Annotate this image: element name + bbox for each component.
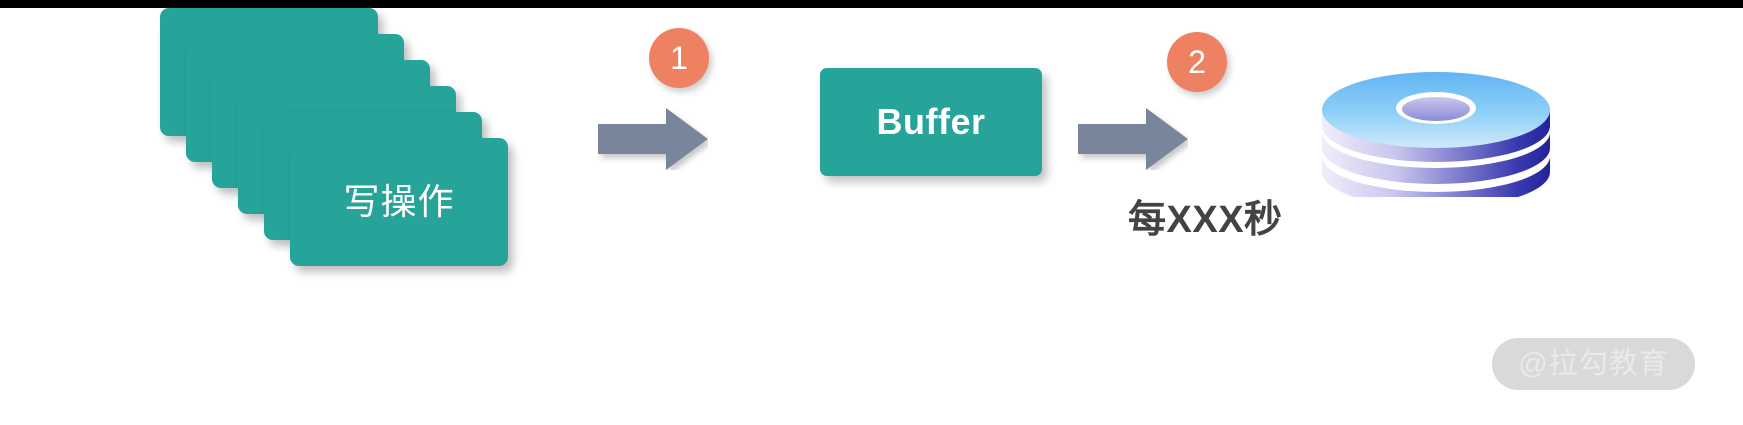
write-operation-label: 写操作 <box>343 181 455 222</box>
write-operation-card-stack: 写操作 <box>160 8 520 266</box>
step-badge-2: 2 <box>1167 32 1227 92</box>
stack-card <box>290 138 508 266</box>
arrow-write-to-buffer-icon <box>598 108 708 170</box>
disk-storage-icon <box>1316 52 1556 197</box>
watermark-badge: @拉勾教育 <box>1492 338 1695 390</box>
step-badge-2-number: 2 <box>1188 44 1206 80</box>
step-badge-1-number: 1 <box>670 40 688 76</box>
buffer-box: Buffer <box>820 68 1042 176</box>
arrow-buffer-to-disk-icon <box>1078 108 1188 170</box>
flush-interval-label: 每XXX秒 <box>1128 199 1283 241</box>
buffer-label: Buffer <box>876 101 986 142</box>
step-badge-1: 1 <box>649 28 709 88</box>
watermark-text: @拉勾教育 <box>1518 347 1669 380</box>
top-black-bar <box>0 0 1743 8</box>
